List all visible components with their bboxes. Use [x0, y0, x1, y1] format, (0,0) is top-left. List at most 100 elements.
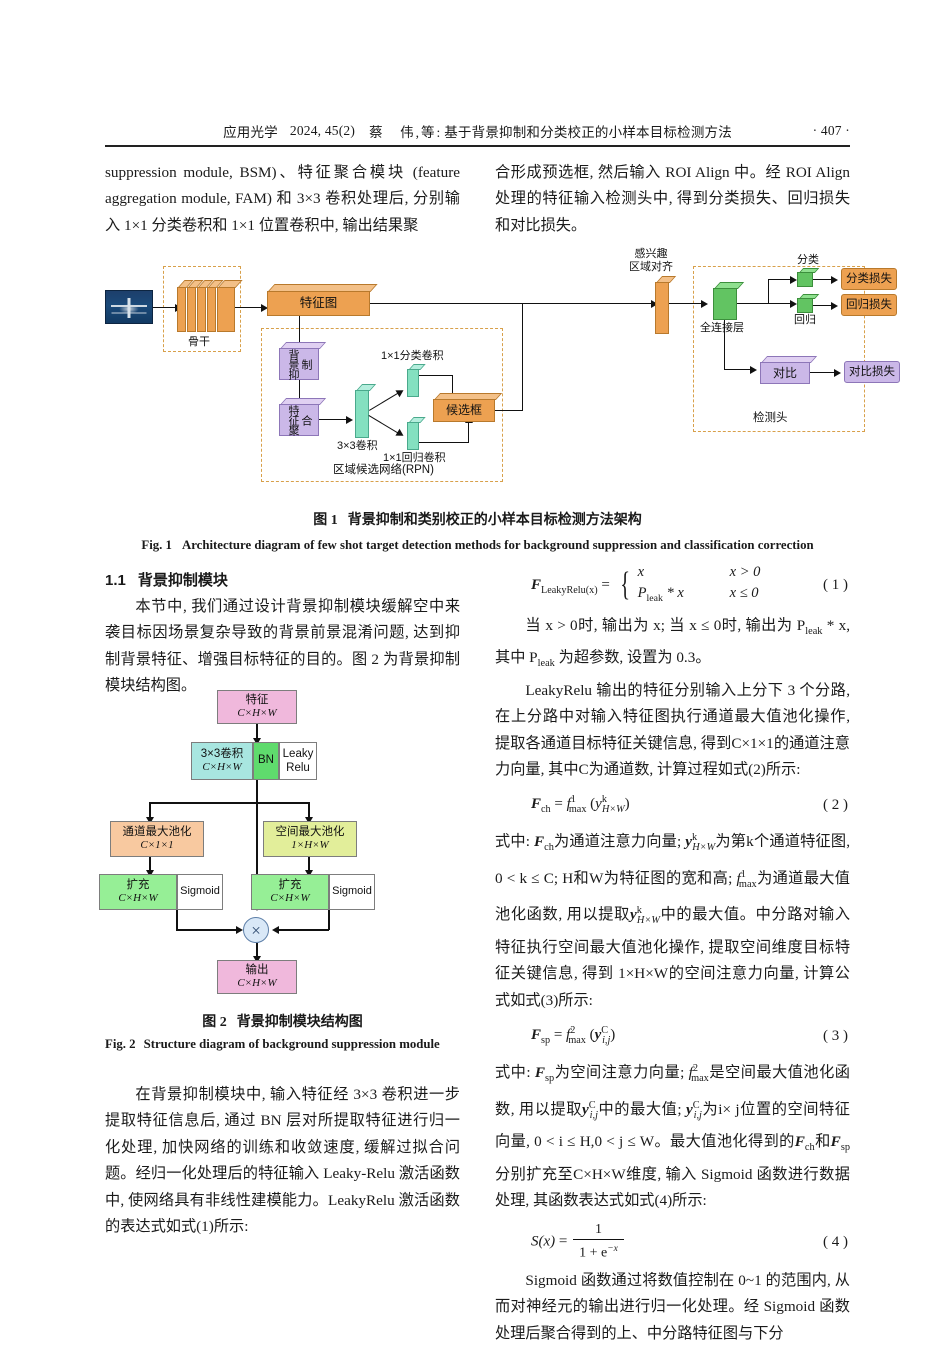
- line-to-reg-branch: [768, 303, 792, 305]
- para-eq3-y-sub: i,j: [589, 1109, 598, 1121]
- para-eq3-y-sup: C: [588, 1099, 596, 1111]
- line-reg-to-proposal-h: [419, 442, 469, 444]
- feature-node: 特征 C×H×W: [217, 690, 297, 724]
- para-eq2-Fch: F: [533, 833, 545, 851]
- figure-1-label-cn: 图 1: [313, 513, 338, 528]
- right-column-top-text: 合形成预选框, 然后输入 ROI Align 中。经 ROI Align 处理的…: [495, 160, 850, 239]
- eq2-arg: y: [595, 796, 602, 813]
- line-split-left-down: [149, 802, 151, 820]
- eq1-case2-sub: leak: [646, 592, 663, 604]
- fc-layer-node: [713, 288, 737, 320]
- eq1-case2-rhs: x ≤ 0: [729, 585, 759, 601]
- para-eq2-y2-sup: k: [636, 905, 642, 917]
- arrow-backbone-to-featuremap: [235, 307, 263, 309]
- para-eq3-c: 是空间最大值池化函数, 用以提取: [495, 1064, 850, 1118]
- classification-label: 分类: [797, 254, 819, 266]
- arrowhead-mul-to-output: [253, 956, 261, 963]
- conv3x3-dims: C×H×W: [202, 761, 242, 773]
- eq1-case2-p: P: [637, 585, 647, 601]
- arrow-contrast-to-contrastloss: [810, 372, 836, 374]
- expand-right-dims: C×H×W: [270, 892, 310, 904]
- section-heading: 1.1 背景抑制模块: [105, 568, 460, 594]
- line-fc-right: [737, 303, 769, 305]
- spatial-maxpool-dims: 1×H×W: [291, 839, 329, 851]
- page-number: · 407 ·: [812, 123, 850, 138]
- eq3-paren-open: (: [589, 1027, 595, 1044]
- equation-1-number: ( 1 ): [823, 577, 848, 594]
- figure-1-label-en: Fig. 1: [141, 538, 172, 552]
- paragraph-continuation-left: suppression module, BSM)、特征聚合模块 (feature…: [105, 164, 460, 234]
- line-expand-left-to-mul: [176, 929, 239, 931]
- expand-left-node: 扩充 C×H×W: [99, 874, 177, 910]
- eq3-fn-sub: max: [568, 1035, 586, 1047]
- eq1-case-2: Pleak * x x ≤ 0: [638, 583, 761, 609]
- line-feature-to-conv: [256, 724, 258, 741]
- line-reg-to-proposal-v: [468, 422, 470, 443]
- para-eq3-f: f: [688, 1064, 693, 1082]
- article-title: 基于背景抑制和分类校正的小样本目标检测方法: [444, 125, 732, 140]
- eq2-paren-close: ): [624, 796, 630, 813]
- eq1-case2-mul: * x: [662, 585, 684, 601]
- arrow-cls-to-clsloss: [813, 279, 833, 281]
- feature-label: 特征: [245, 693, 269, 706]
- conv1x1-cls-node: [407, 369, 419, 397]
- equation-2: Fch = f1max (ykH×W) ( 2 ): [495, 789, 850, 821]
- expand-right-label: 扩充: [278, 878, 302, 891]
- arrowhead-backbone-to-featuremap: [261, 303, 268, 312]
- para-eq3-Fsp-sub: sp: [545, 1073, 555, 1085]
- para-eq1-sub1: leak: [805, 625, 823, 637]
- roi-align-label-line2: 区域对齐: [629, 261, 673, 273]
- para-eq3-Fsp2: F: [830, 1133, 841, 1151]
- line-sppool-to-expand: [308, 857, 310, 873]
- figure-2-bsm-structure-diagram: 特征 C×H×W 3×3卷积 C×H×W BN Leaky Relu 通道最大池…: [99, 690, 460, 995]
- para-eq2-f-sup: 1: [740, 868, 746, 880]
- line-fc-to-contrast: [724, 369, 752, 371]
- para-eq3-f-sub: max: [691, 1073, 709, 1085]
- section-1-1-paragraph-2: 在背景抑制模块中, 输入特征经 3×3 卷积进一步提取特征信息后, 通过 BN …: [105, 1086, 460, 1236]
- contrast-node: 对比: [760, 362, 810, 384]
- eq1-case1-lhs: x: [637, 564, 645, 580]
- paragraph-2-right: LeakyRelu 输出的特征分别输入上分下 3 个分路, 在上分路中对输入特征…: [495, 681, 850, 778]
- line-split-down: [256, 780, 258, 803]
- channel-maxpool-node: 通道最大池化 C×1×1: [110, 821, 204, 857]
- arrow-bsm-to-fam: [299, 380, 301, 400]
- figure-2-caption-cn-text: 背景抑制模块结构图: [236, 1013, 363, 1029]
- sigmoid-left-label: Sigmoid: [180, 885, 220, 898]
- para-eq3-a: 式中:: [495, 1064, 535, 1082]
- section-number: 1.1: [105, 572, 126, 589]
- spatial-maxpool-node: 空间最大池化 1×H×W: [263, 821, 357, 857]
- reg-loss-label: 回归损失: [846, 298, 892, 311]
- para-eq3-e: 为i× j位置的空间特征向量, 0 < i ≤ H,0 < j ≤ W。最大值池…: [495, 1100, 850, 1151]
- line-chpool-to-expand: [149, 857, 151, 873]
- fc-layer-label: 全连接层: [700, 322, 744, 334]
- eq4-denominator-base: 1 + e: [579, 1246, 608, 1262]
- para-eq3-b: 为空间注意力向量;: [554, 1064, 689, 1082]
- cls-loss-node: 分类损失: [841, 268, 897, 290]
- para-eq3-f-sup: 2: [692, 1063, 699, 1075]
- eq3-arg: y: [594, 1027, 602, 1044]
- para-eq2-y: y: [685, 833, 693, 851]
- eq3-fn-sup: 2: [570, 1025, 576, 1037]
- line-to-cls-branch: [768, 279, 792, 281]
- output-label: 输出: [245, 963, 269, 976]
- roi-align-node: [655, 282, 669, 334]
- para-eq3-y2-sup: C: [692, 1099, 700, 1111]
- para-eq1-c: 为超参数, 设置为 0.3。: [554, 649, 711, 667]
- feature-dims: C×H×W: [237, 707, 277, 719]
- para-eq2-y2: y: [629, 906, 637, 924]
- para-eq3-y2-sub: i,j: [693, 1109, 702, 1121]
- equation-4: S(x) = 1 1 + e−x ( 4 ): [495, 1222, 850, 1262]
- eq2-fn-sup: 1: [570, 794, 576, 806]
- arrowhead-fc-to-contrast: [750, 365, 757, 374]
- section-title: 背景抑制模块: [137, 572, 228, 589]
- para-eq2-a: 式中:: [495, 833, 534, 851]
- equation-2-number: ( 2 ): [823, 797, 848, 814]
- eq3-arg-sup: C: [601, 1025, 609, 1037]
- para-eq3-d: 中的最大值;: [597, 1100, 686, 1118]
- conv1x1-reg-node: [407, 422, 419, 450]
